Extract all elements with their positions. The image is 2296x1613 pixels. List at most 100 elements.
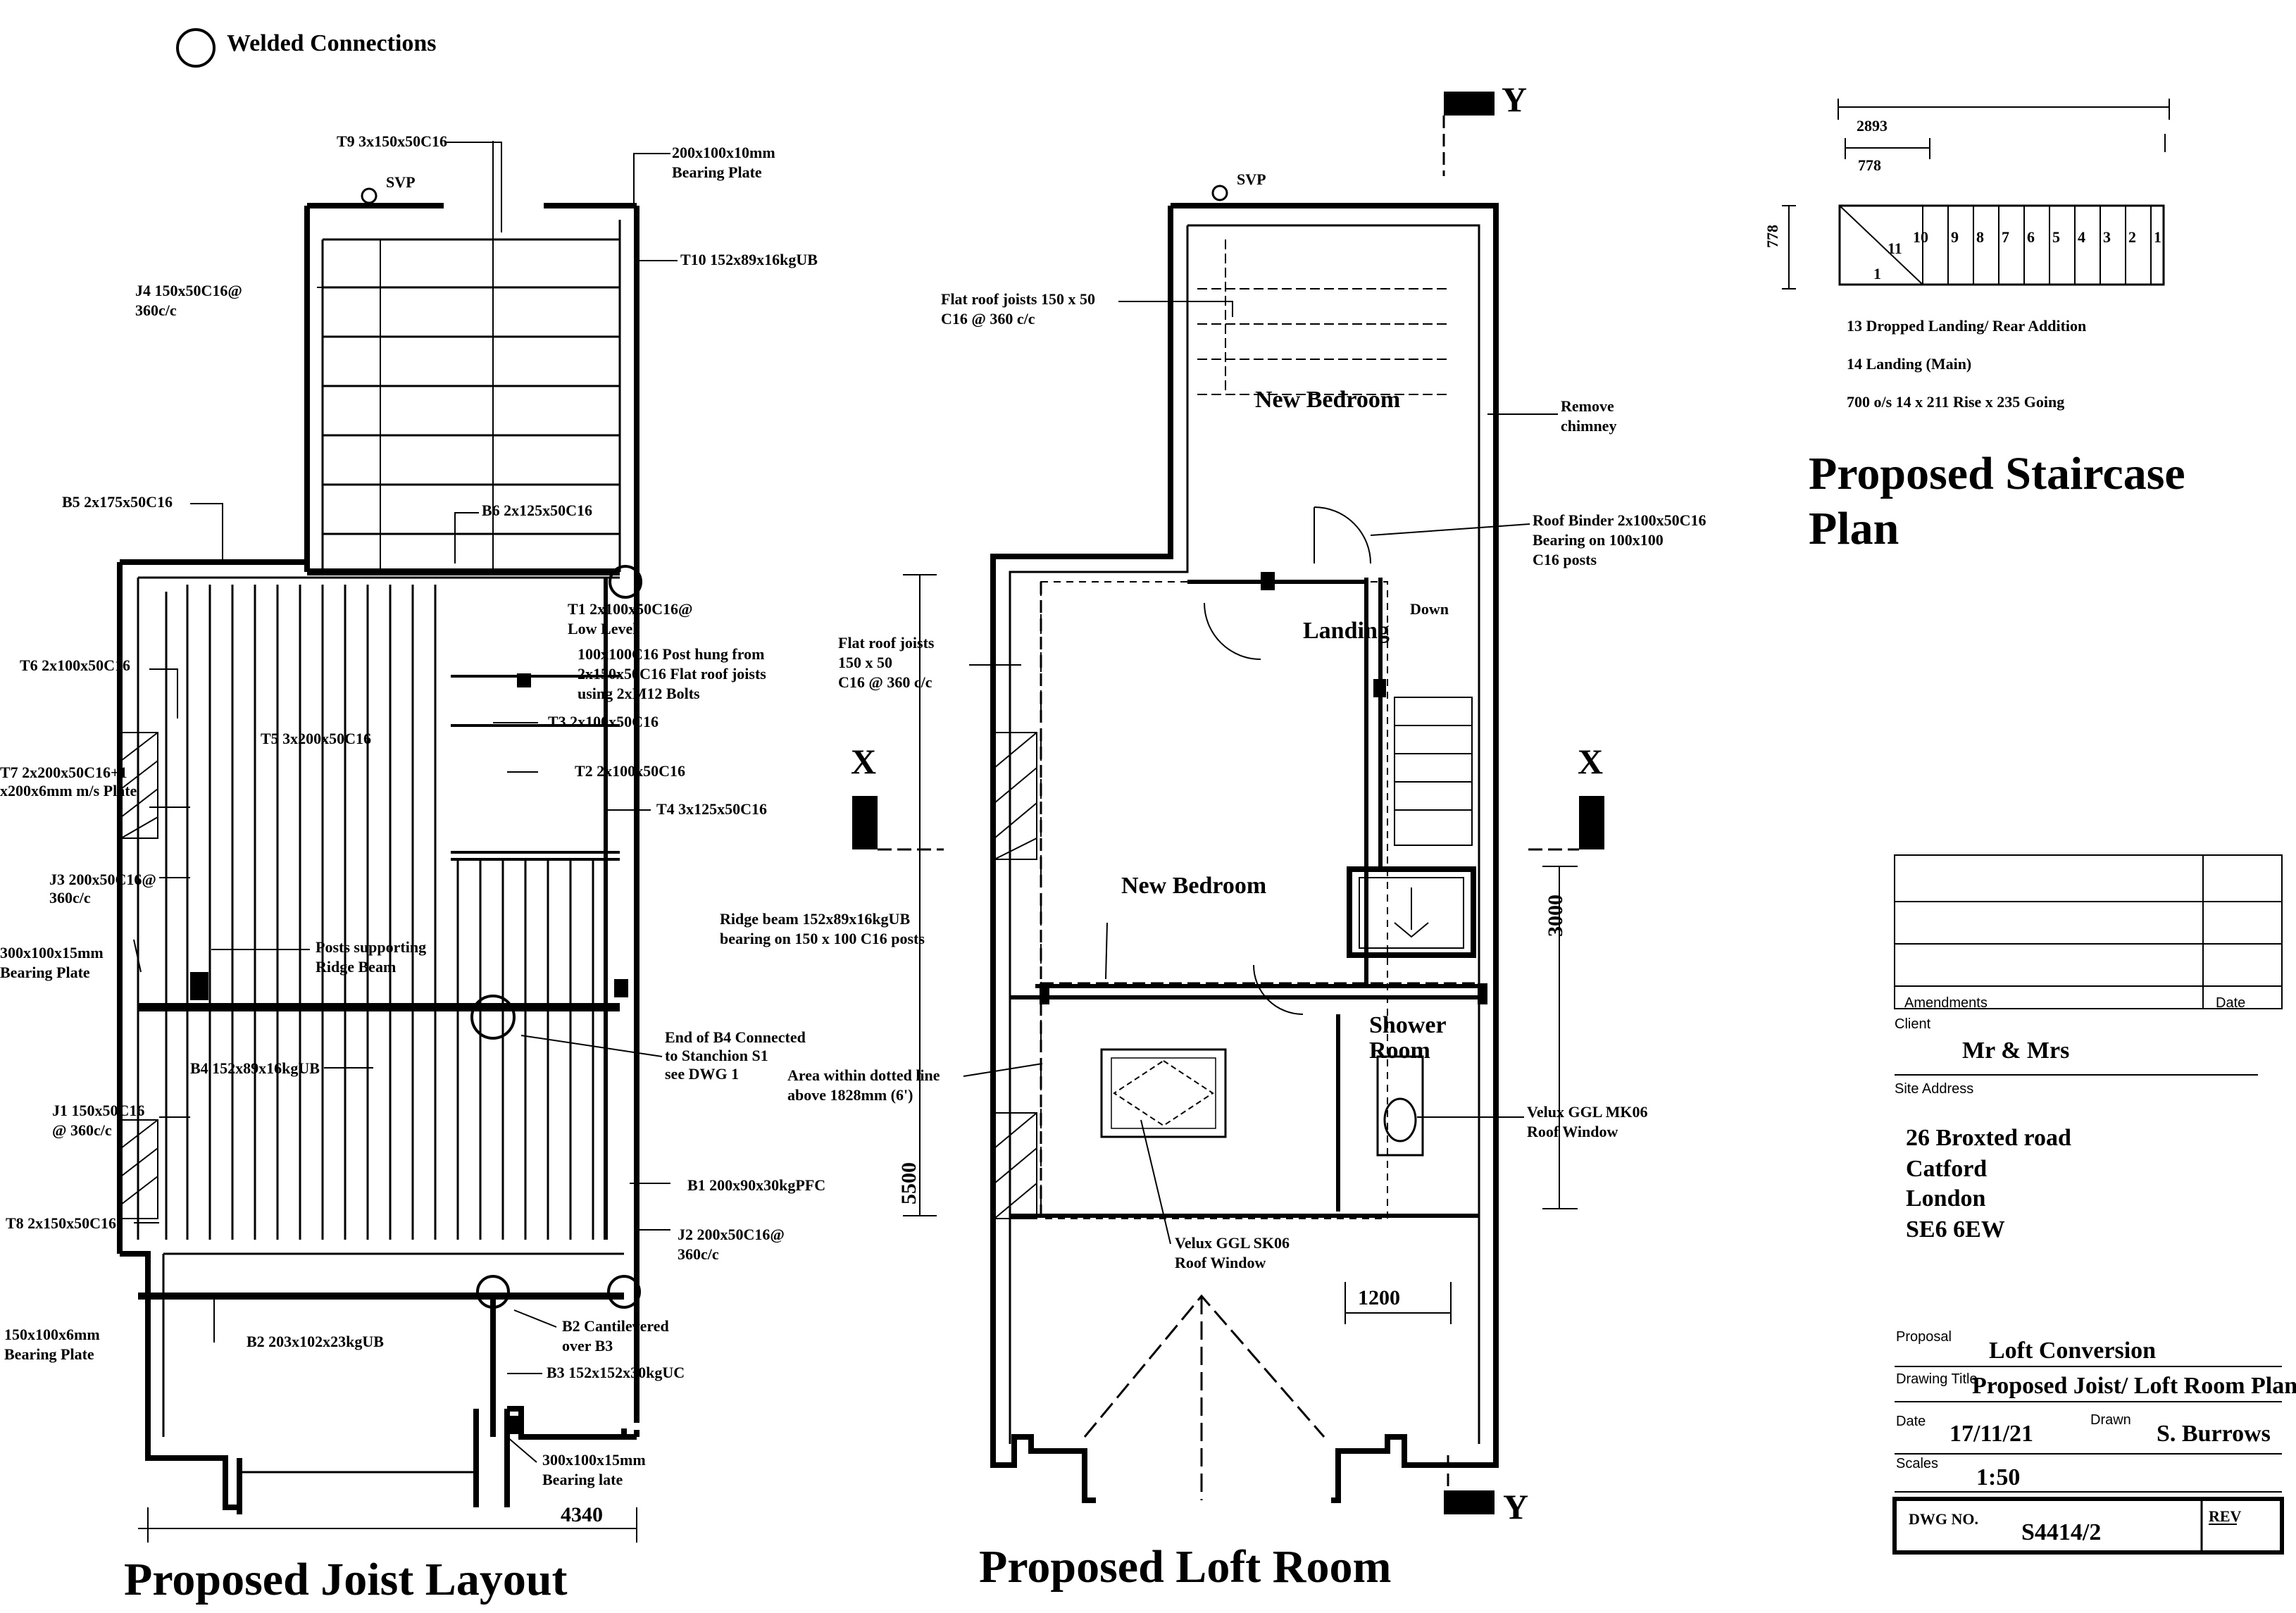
joist-label: J2 200x50C16@	[678, 1226, 785, 1243]
svp-label: SVP	[1237, 170, 1266, 188]
room-name: New Bedroom	[1255, 387, 1400, 413]
joist-label: T2 2x100x50C16	[575, 762, 685, 780]
tread-number: 8	[1976, 228, 1984, 246]
loft-label: C16 @ 360 c/c	[941, 310, 1035, 328]
room-name: Landing	[1303, 618, 1390, 644]
stair-dim: 778	[1858, 156, 1881, 174]
drawn-label: Drawn	[2090, 1412, 2131, 1428]
svp-label: SVP	[386, 173, 416, 191]
section-marker-x-left: X	[851, 742, 944, 851]
joist-label: to Stanchion S1	[665, 1047, 768, 1064]
weld-circles	[470, 565, 642, 1309]
joist-label: Low Level	[568, 620, 637, 637]
loft-label: Ridge beam 152x89x16kgUB	[720, 910, 910, 928]
drawing-title-value: Proposed Joist/ Loft Room Plan	[1972, 1373, 2296, 1399]
wc-icon	[1376, 1055, 1424, 1157]
loft-label: bearing on 150 x 100 C16 posts	[720, 930, 925, 947]
joist-label: End of B4 Connected	[665, 1028, 806, 1046]
drawing-title-label: Drawing Title	[1896, 1371, 1978, 1387]
staircase-in-plan	[1394, 697, 1473, 846]
title-block: Amendments Date Client Mr & Mrs Site Add…	[1892, 854, 2296, 1555]
joist-label: B2 Cantilevered	[562, 1317, 669, 1335]
tread-number: 11	[1888, 239, 1902, 257]
proposal-label: Proposal	[1896, 1329, 1952, 1345]
loft-label: C16 @ 360 c/c	[838, 673, 932, 691]
joist-label: x200x6mm m/s Plate	[0, 782, 137, 799]
joist-label: 2x150x50C16 Flat roof joists	[578, 665, 766, 683]
address-line: 26 Broxted road	[1906, 1125, 2071, 1151]
svg-text:X: X	[1578, 742, 1603, 781]
joist-label: 200x100x10mm	[672, 144, 775, 161]
svg-text:X: X	[851, 742, 876, 781]
dormer	[1083, 1294, 1325, 1500]
site-address-label: Site Address	[1895, 1081, 1973, 1097]
leader-lines	[133, 142, 678, 1463]
joist-label: B2 203x102x23kgUB	[247, 1333, 384, 1350]
room-name: New Bedroom	[1121, 873, 1266, 899]
joist-label: Bearing Plate	[672, 163, 762, 181]
staircase-title: Proposed Staircase	[1809, 448, 2185, 499]
tread-number: 1	[2154, 228, 2161, 246]
joist-label: T1 2x100x50C16@	[568, 600, 693, 618]
stair-note: 13 Dropped Landing/ Rear Addition	[1847, 317, 2086, 335]
dwg-no-label: DWG NO.	[1909, 1510, 1978, 1528]
joist-label: over B3	[562, 1337, 613, 1354]
loft-label: Roof Window	[1527, 1123, 1618, 1140]
loft-label: Velux GGL MK06	[1527, 1103, 1648, 1121]
joist-label: @ 360c/c	[52, 1121, 112, 1139]
hatched-wall	[120, 732, 158, 1219]
joist-label: Bearing Plate	[4, 1345, 94, 1363]
loft-label: Area within dotted line	[787, 1066, 940, 1084]
beams	[138, 568, 624, 1437]
address-line: London	[1906, 1185, 1985, 1212]
loft-label: Flat roof joists 150 x 50	[941, 290, 1095, 308]
circle-icon	[176, 28, 216, 68]
staircase-title: Plan	[1809, 503, 1899, 554]
tread-number: 2	[2128, 228, 2136, 246]
joist-label: 360c/c	[135, 301, 177, 319]
joist-label: B5 2x175x50C16	[62, 493, 173, 511]
loft-label: 150 x 50	[838, 654, 892, 671]
joist-label: Posts supporting	[316, 938, 426, 956]
tread-number: 4	[2078, 228, 2085, 246]
joist-label: 300x100x15mm	[0, 944, 104, 961]
joist-label: T9 3x150x50C16	[337, 132, 447, 150]
bath	[1347, 866, 1476, 958]
joist-label: J1 150x50C16	[52, 1102, 144, 1119]
svp-icon	[361, 187, 378, 204]
svg-text:Y: Y	[1502, 80, 1527, 119]
dimension-3000: 3000	[1544, 895, 1567, 937]
drawn-value: S. Burrows	[2157, 1421, 2271, 1447]
joist-label: T5 3x200x50C16	[261, 730, 371, 747]
dimension-4340-label: 4340	[561, 1503, 603, 1526]
joist-label: Ridge Beam	[316, 958, 396, 976]
staircase-plan: 2893 778 778 1 2 3 4 5 6 7 8 9 10 11 1 1…	[1764, 99, 2185, 554]
tread-number: 9	[1951, 228, 1959, 246]
amendments-heading: Amendments	[1904, 995, 1988, 1011]
tread-number: 3	[2103, 228, 2111, 246]
joist-label: B6 2x125x50C16	[482, 502, 592, 519]
joist-label: 360c/c	[678, 1245, 719, 1263]
svp-icon	[1211, 185, 1228, 201]
hatched-wall	[994, 732, 1037, 1219]
legend-label: Welded Connections	[227, 30, 437, 56]
joist-label: see DWG 1	[665, 1065, 739, 1083]
dwg-no-value: S4414/2	[2021, 1519, 2101, 1545]
joist-label: T4 3x125x50C16	[656, 800, 767, 818]
date-heading: Date	[2216, 995, 2245, 1011]
scale-value: 1:50	[1976, 1464, 2020, 1490]
address-line: Catford	[1906, 1156, 1987, 1182]
joist-layout-title: Proposed Joist Layout	[124, 1554, 568, 1605]
loft-label: Remove	[1561, 397, 1614, 415]
loft-label: Flat roof joists	[838, 634, 935, 652]
loft-room-title: Proposed Loft Room	[979, 1541, 1391, 1593]
joist-label: T6 2x100x50C16	[20, 656, 130, 674]
joist-label: 300x100x15mm	[542, 1451, 646, 1469]
proposal-value: Loft Conversion	[1989, 1338, 2156, 1364]
tread-number: 1	[1873, 265, 1881, 282]
posts	[190, 673, 628, 1434]
loft-room-plan: SVP Y Y X X	[720, 80, 1707, 1593]
velux-window-icon	[1100, 1048, 1227, 1138]
joist-label: T10 152x89x16kgUB	[680, 251, 818, 268]
